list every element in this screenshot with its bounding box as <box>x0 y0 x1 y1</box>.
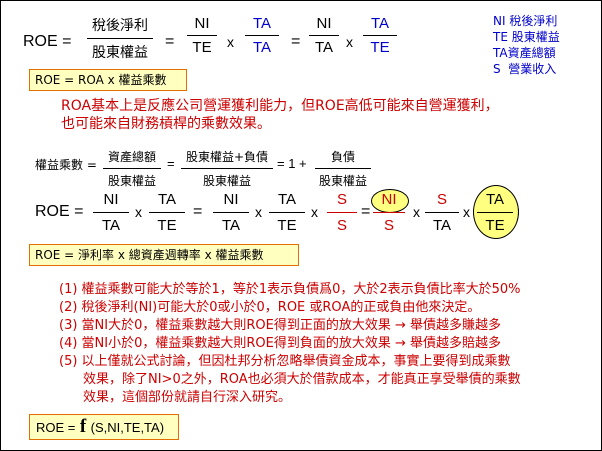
eq2-f1-numerator: 資產總額 <box>107 150 156 164</box>
eq3-fraction-4: TA TE <box>269 191 305 234</box>
point-5-cont-1: 效果，除了NI>0之外，ROA也必須大於借款成本，才能真正享受舉債的乘數 <box>83 372 521 387</box>
eq2-fraction-1: 資產總額 股東權益 <box>103 148 161 189</box>
dupont-box: ROE = 淨利率 x 總資產週轉率 x 權益乘數 <box>29 244 299 266</box>
eq3-f3-denominator: TA <box>221 217 241 234</box>
eq3-times-c: x <box>311 204 318 220</box>
eq3-f5-numerator: S <box>336 191 347 208</box>
point-2: (2) 稅後淨利(NI)可能大於0或小於0，ROE 或ROA的正或負由他來決定。 <box>59 300 481 315</box>
eq2-equals-b: = 1 + <box>277 156 307 171</box>
eq3-times-a: x <box>135 204 142 220</box>
legend-ni: NI 稅後淨利 <box>493 14 558 28</box>
eq3-lhs: ROE = <box>35 203 84 220</box>
eq1-fraction-3: TA TA <box>245 15 279 56</box>
eq3-fraction-8: TA TE <box>477 191 513 234</box>
eq1-f4-numerator: NI <box>316 15 332 32</box>
eq3-f8-numerator: TA <box>485 191 505 208</box>
legend-s: S 營業收入 <box>493 62 557 76</box>
legend-ta: TA資產總額 <box>493 46 556 60</box>
eq1-equals-b: = <box>291 33 301 50</box>
roa-note: ROA基本上是反應公司營運獲利能力，但ROE高低可能來自營運獲利， 也可能來自財… <box>61 97 499 133</box>
eq3-f2-numerator: TA <box>157 191 177 208</box>
eq1-fraction-1: 稅後淨利 股東權益 <box>87 15 153 62</box>
point-4: (4) 當NI小於0，權益乘數越大則ROE得到負面的放大效果 → 舉債越多賠越多 <box>59 336 502 351</box>
eq3-times-e: x <box>463 204 470 220</box>
eq3-f2-denominator: TE <box>157 217 177 234</box>
eq3-f1-numerator: NI <box>103 191 119 208</box>
eq1-f3-numerator: TA <box>252 15 272 32</box>
roe-function-lhs: ROE = <box>36 420 76 435</box>
eq3-equals-a: = <box>193 203 203 220</box>
eq2-fraction-3: 負債 股東權益 <box>315 148 371 189</box>
eq3-fraction-3: NI TA <box>213 191 249 234</box>
eq3-f5-denominator: S <box>336 217 347 234</box>
eq1-f3-denominator: TA <box>252 39 272 56</box>
eq1-fraction-2: NI TE <box>187 15 217 56</box>
eq3-f7-denominator: TA <box>432 217 452 234</box>
eq3-f6-numerator: NI <box>381 191 397 208</box>
eq3-times-b: x <box>255 204 262 220</box>
eq3-fraction-2: TA TE <box>149 191 185 234</box>
eq1-f1-denominator: 股東權益 <box>92 45 148 61</box>
roe-roa-box: ROE = ROA x 權益乘數 <box>29 69 187 91</box>
eq2-f3-numerator: 負債 <box>330 150 355 164</box>
point-3: (3) 當NI大於0，權益乘數越大則ROE得到正面的放大效果 → 舉債越多賺越多 <box>59 318 502 333</box>
eq2-equals-a: = <box>167 156 175 171</box>
eq1-fraction-4: NI TA <box>309 15 339 56</box>
eq3-f4-numerator: TA <box>277 191 297 208</box>
eq1-times-b: x <box>346 34 353 50</box>
roa-note-line-2: 也可能來自財務槓桿的乘數效果。 <box>61 116 271 132</box>
eq3-f4-denominator: TE <box>277 217 297 234</box>
legend-te: TE 股東權益 <box>493 30 560 44</box>
eq3-f7-numerator: S <box>436 191 447 208</box>
eq3-times-d: x <box>413 204 420 220</box>
eq2-fraction-2: 股東權益+負債 股東權益 <box>181 148 273 189</box>
ni-highlight-ellipse <box>371 189 409 213</box>
eq3-equals-b: = <box>361 203 371 220</box>
roe-function-args: (S,NI,TE,TA) <box>90 420 165 435</box>
roe-function-box: ROE = f (S,NI,TE,TA) <box>29 414 179 440</box>
eq3-fraction-1: NI TA <box>93 191 129 234</box>
eq2-f2-numerator: 股東權益+負債 <box>185 150 269 164</box>
point-5-cont-2: 效果，這個部份就請自行深入研究。 <box>83 390 292 405</box>
eq1-f2-numerator: NI <box>194 15 210 32</box>
roa-note-line-1: ROA基本上是反應公司營運獲利能力，但ROE高低可能來自營運獲利， <box>61 98 499 114</box>
eq2-f3-denominator: 股東權益 <box>318 174 367 188</box>
eq2-f2-denominator: 股東權益 <box>202 174 251 188</box>
points-list: (1) 權益乘數可能大於等於1，等於1表示負債爲0，大於2表示負債比率大於50%… <box>59 281 521 407</box>
eq1-fraction-5: TA TE <box>363 15 397 56</box>
eq1-f5-numerator: TA <box>370 15 390 32</box>
roe-function-f: f <box>79 416 87 437</box>
eq1-lhs: ROE = <box>23 33 72 50</box>
eq3-fraction-7: S TA <box>425 191 459 234</box>
eq1-f1-numerator: 稅後淨利 <box>92 18 148 34</box>
point-5: (5) 以上僅就公式討論，但因杜邦分析忽略舉債資金成本，事實上要得到成乘數 <box>59 354 511 369</box>
variable-legend: NI 稅後淨利 TE 股東權益 TA資產總額 S 營業收入 <box>493 13 560 77</box>
eq3-fraction-5: S S <box>327 191 357 234</box>
eq3-f3-numerator: NI <box>223 191 239 208</box>
eq1-f5-denominator: TE <box>370 39 390 56</box>
eq3-f8-denominator: TE <box>485 217 505 234</box>
eq3-fraction-6: NI S <box>373 191 405 234</box>
eq1-f4-denominator: TA <box>314 39 334 56</box>
eq1-times-a: x <box>227 34 234 50</box>
eq2-lhs: 權益乘數 = <box>35 158 97 172</box>
eq3-f6-denominator: S <box>383 217 394 234</box>
eq1-equals-a: = <box>165 33 175 50</box>
eq1-f2-denominator: TE <box>192 39 212 56</box>
eq3-f1-denominator: TA <box>101 217 121 234</box>
eq2-f1-denominator: 股東權益 <box>107 174 156 188</box>
point-1: (1) 權益乘數可能大於等於1，等於1表示負債爲0，大於2表示負債比率大於50% <box>59 282 521 297</box>
